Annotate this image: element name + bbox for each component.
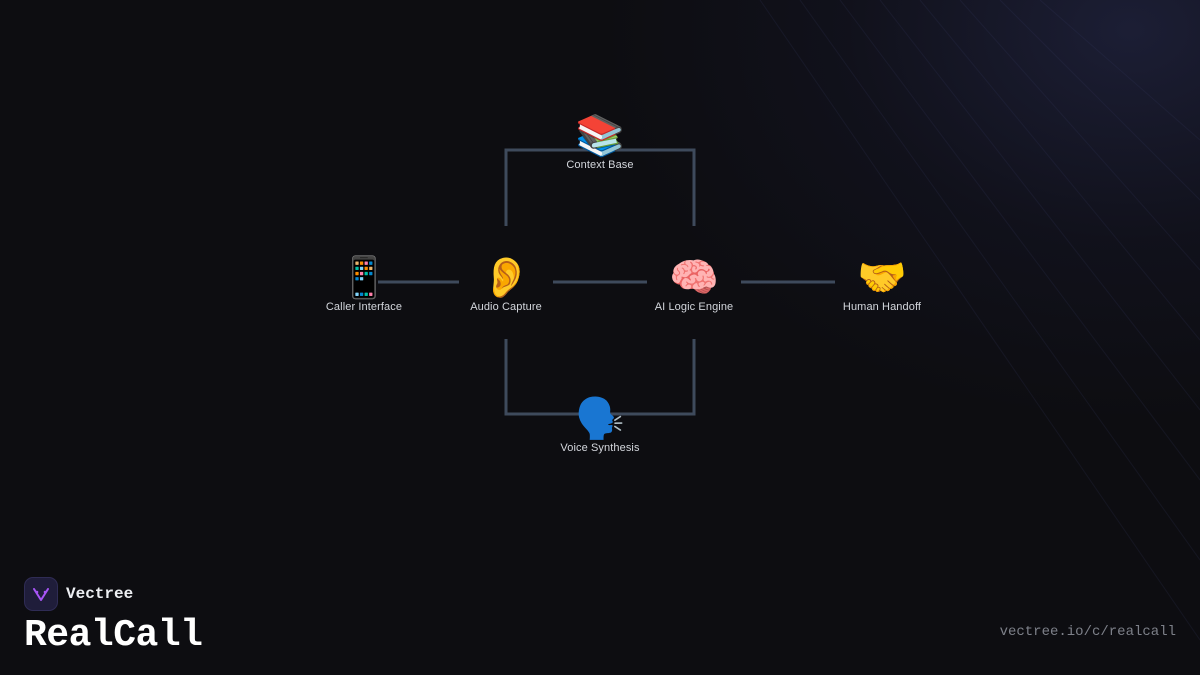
node-caller-interface: 📱 Caller Interface — [284, 255, 444, 313]
node-label: Human Handoff — [842, 301, 922, 313]
node-audio-capture: 👂 Audio Capture — [426, 255, 586, 313]
brand-row: Vectree — [24, 577, 202, 611]
handshake-icon: 🤝 — [857, 255, 907, 301]
logo-mark — [33, 588, 49, 601]
node-ai-logic-engine: 🧠 AI Logic Engine — [614, 255, 774, 313]
company-name: Vectree — [66, 585, 134, 603]
ear-icon: 👂 — [481, 255, 531, 301]
node-human-handoff: 🤝 Human Handoff — [802, 255, 962, 313]
speaking-head-icon: 🗣️ — [575, 396, 625, 442]
node-context-base: 📚 Context Base — [520, 113, 680, 171]
node-label: AI Logic Engine — [654, 301, 734, 313]
brain-icon: 🧠 — [669, 255, 719, 301]
product-url: vectree.io/c/realcall — [999, 624, 1176, 640]
node-label: Caller Interface — [325, 301, 403, 313]
node-label: Voice Synthesis — [560, 442, 640, 454]
node-voice-synthesis: 🗣️ Voice Synthesis — [520, 396, 680, 454]
books-icon: 📚 — [575, 113, 625, 159]
connector-group — [378, 148, 835, 416]
node-label: Audio Capture — [470, 301, 542, 313]
mobile-phone-icon: 📱 — [339, 255, 389, 301]
node-label: Context Base — [566, 159, 634, 171]
brand-block: Vectree RealCall — [24, 577, 203, 657]
edge-audio-context-ai — [504, 148, 696, 226]
vectree-logo-icon — [24, 577, 58, 611]
edge-audio-voice-ai — [504, 339, 696, 416]
product-name: RealCall — [24, 614, 203, 657]
